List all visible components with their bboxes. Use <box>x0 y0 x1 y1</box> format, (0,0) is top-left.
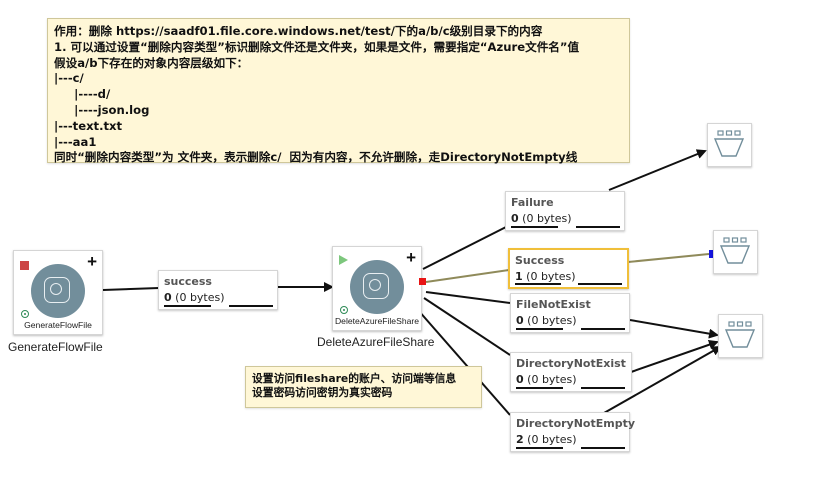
line-dnem-b[interactable] <box>603 346 722 414</box>
queue-count: 1 <box>515 270 523 283</box>
processor-type-label: DeleteAzureFileShare <box>334 316 420 326</box>
connection-name: success <box>164 275 212 288</box>
queue-bar <box>164 305 211 307</box>
label-note-main[interactable]: 作用：删除 https://saadf01.file.core.windows.… <box>47 18 630 165</box>
funnel-1[interactable] <box>707 123 752 167</box>
queue-size: (0 bytes) <box>527 373 577 386</box>
queue-bar <box>516 328 563 330</box>
queue-size: (0 bytes) <box>522 212 572 225</box>
line-failure-a[interactable] <box>422 225 509 270</box>
connection-directory-not-exist[interactable]: DirectoryNotExist 0 (0 bytes) <box>510 352 632 392</box>
note-line: 作用：删除 https://saadf01.file.core.windows.… <box>54 24 543 38</box>
queue-bar <box>576 226 620 228</box>
processor-generate-flowfile[interactable]: + GenerateFlowFile <box>13 250 103 335</box>
line-dne-b[interactable] <box>630 339 719 373</box>
processor-icon <box>350 260 404 314</box>
queue-bar <box>581 447 625 449</box>
output-port-indicator[interactable] <box>419 278 426 285</box>
add-connection-icon[interactable]: + <box>87 252 97 271</box>
valid-icon <box>340 306 348 314</box>
queue-stat: 0 (0 bytes) <box>516 373 577 386</box>
processor-type-label: GenerateFlowFile <box>24 320 92 330</box>
stopped-icon <box>20 261 29 270</box>
connection-name: FileNotExist <box>516 298 591 311</box>
note-line: |---text.txt <box>54 118 123 133</box>
line-fne-a[interactable] <box>425 291 511 304</box>
queue-count: 2 <box>516 433 524 446</box>
connection-failure[interactable]: Failure 0 (0 bytes) <box>505 191 625 231</box>
queue-count: 0 <box>516 314 524 327</box>
line-failure-b[interactable] <box>608 149 707 191</box>
note-line: |---c/ <box>54 71 84 86</box>
note-line: 设置访问fileshare的账户、访问端等信息 <box>252 372 457 385</box>
processor-delete-azure-fileshare[interactable]: + DeleteAzureFileShare <box>332 246 422 331</box>
queue-bar <box>515 283 561 285</box>
queue-count: 0 <box>164 291 172 304</box>
queue-bar <box>229 305 273 307</box>
note-line: 假设a/b下存在的对象内容层级如下： <box>54 55 249 70</box>
note-line: 1. 可以通过设置“删除内容类型”标识删除文件还是文件夹，如果是文件，需要指定“… <box>54 39 580 54</box>
queue-size: (0 bytes) <box>526 270 576 283</box>
funnel-3[interactable] <box>718 314 763 358</box>
line-success-b[interactable] <box>627 253 710 263</box>
line-dnem-a[interactable] <box>417 309 511 416</box>
connection-success-in[interactable]: success 0 (0 bytes) <box>158 270 278 310</box>
funnel-icon <box>714 130 744 157</box>
funnel-icon <box>720 237 750 264</box>
connection-name: Failure <box>511 196 554 209</box>
processor-name-label: DeleteAzureFileShare <box>317 335 435 349</box>
queue-stat: 0 (0 bytes) <box>516 314 577 327</box>
line-success-a[interactable] <box>425 269 510 283</box>
line-success-in-a[interactable] <box>102 287 160 291</box>
running-icon <box>339 255 348 265</box>
connection-name: DirectoryNotEmpty <box>516 417 636 430</box>
connection-name: Success <box>515 254 565 267</box>
connection-file-not-exist[interactable]: FileNotExist 0 (0 bytes) <box>510 293 630 333</box>
queue-stat: 1 (0 bytes) <box>515 270 576 283</box>
note-line: 同时“删除内容类型”为 文件夹，表示删除c/ 因为有内容，不允许删除，走Dire… <box>54 150 578 165</box>
label-note-credentials[interactable]: 设置访问fileshare的账户、访问端等信息 设置密码访问密钥为真实密码 <box>245 366 482 408</box>
add-connection-icon[interactable]: + <box>406 248 416 267</box>
funnel-2[interactable] <box>713 230 758 274</box>
line-fne-b[interactable] <box>629 319 719 339</box>
connection-name: DirectoryNotExist <box>516 357 626 370</box>
queue-bar <box>516 447 563 449</box>
queue-size: (0 bytes) <box>527 314 577 327</box>
queue-bar <box>516 387 563 389</box>
queue-bar <box>581 387 625 389</box>
queue-size: (0 bytes) <box>527 433 577 446</box>
queue-bar <box>511 226 558 228</box>
note-line: |----d/ <box>54 87 111 102</box>
queue-stat: 0 (0 bytes) <box>511 212 572 225</box>
processor-name-label: GenerateFlowFile <box>8 340 103 354</box>
note-line: |---aa1 <box>54 134 97 149</box>
funnel-icon <box>725 321 755 348</box>
queue-bar <box>578 283 622 285</box>
queue-size: (0 bytes) <box>175 291 225 304</box>
note-line: 设置密码访问密钥为真实密码 <box>252 386 393 399</box>
connection-directory-not-empty[interactable]: DirectoryNotEmpty 2 (0 bytes) <box>510 412 635 452</box>
note-line: |----json.log <box>54 102 150 117</box>
queue-count: 0 <box>516 373 524 386</box>
connection-success[interactable]: Success 1 (0 bytes) <box>508 248 629 289</box>
queue-bar <box>581 328 625 330</box>
valid-icon <box>21 310 29 318</box>
queue-stat: 2 (0 bytes) <box>516 433 577 446</box>
line-dne-a[interactable] <box>423 297 511 356</box>
queue-count: 0 <box>511 212 519 225</box>
queue-stat: 0 (0 bytes) <box>164 291 225 304</box>
processor-icon <box>31 264 85 318</box>
